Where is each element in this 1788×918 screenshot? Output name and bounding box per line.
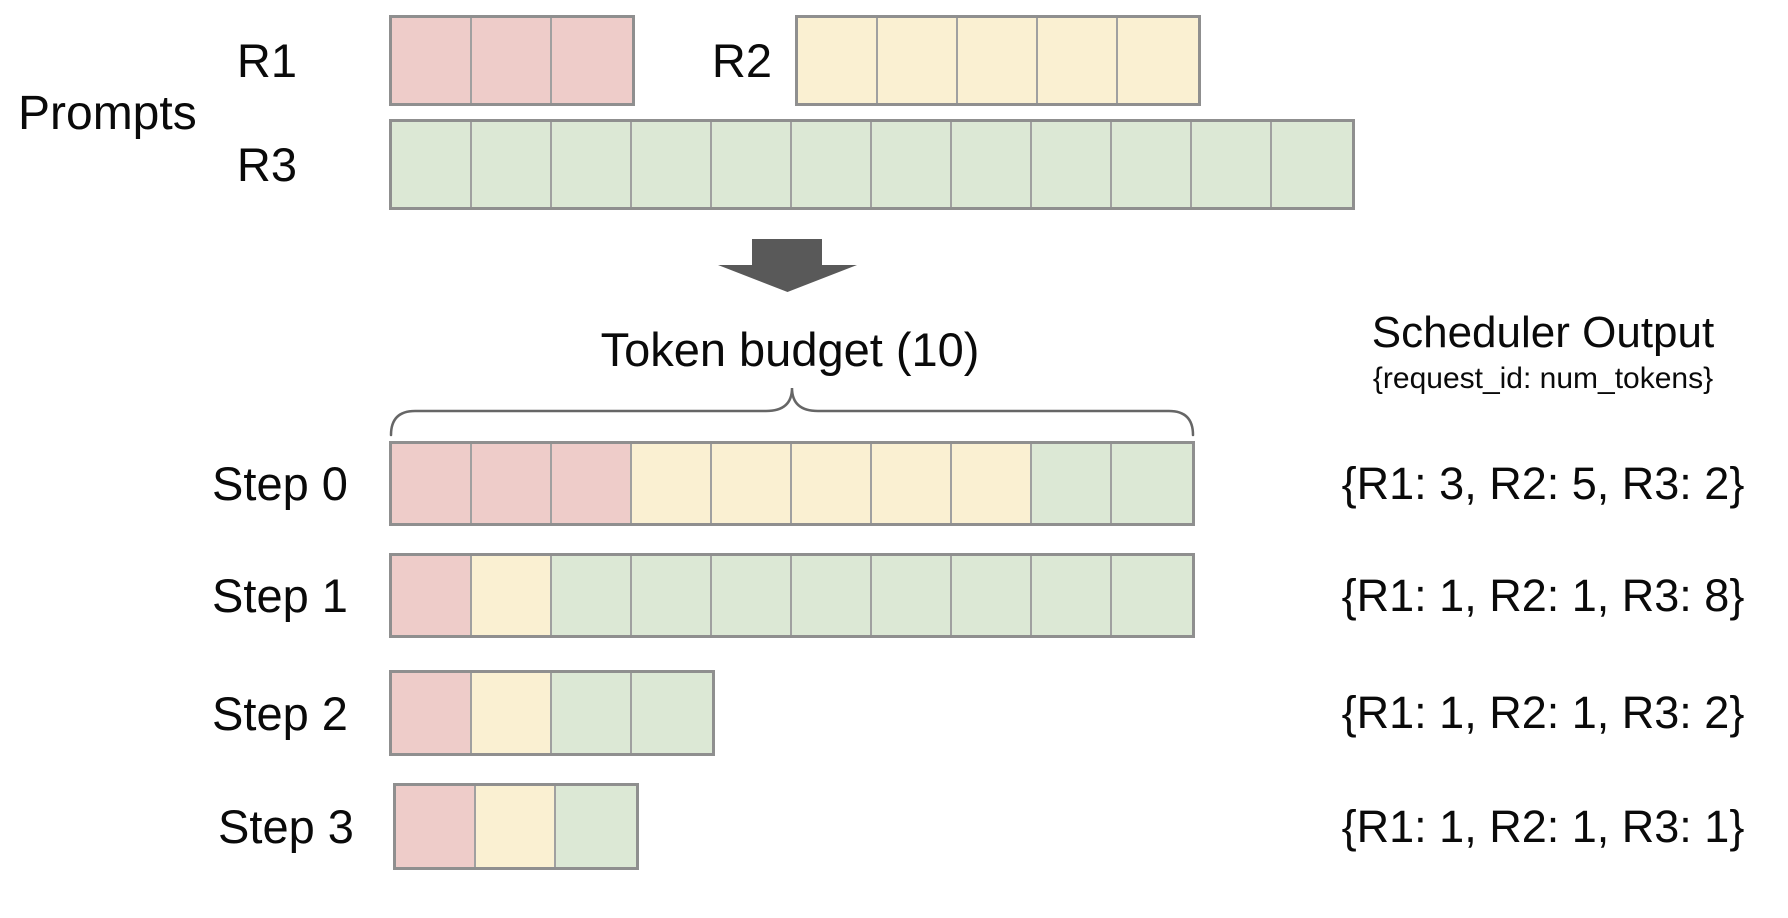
token-cell-r2 [792,444,872,523]
token-cell-r3 [1032,444,1112,523]
token-cell-r3 [552,122,632,207]
token-cell-r1 [396,786,476,867]
step-2-row [389,670,715,756]
token-cell-r1 [472,18,552,103]
token-cell-r3 [792,556,872,635]
token-cell-r1 [552,444,632,523]
token-cell-r2 [798,18,878,103]
token-cell-r3 [1272,122,1352,207]
token-cell-r1 [472,444,552,523]
token-cell-r3 [872,122,952,207]
token-cell-r3 [1032,556,1112,635]
token-cell-r3 [632,556,712,635]
scheduler-output-title: Scheduler Output [1371,308,1715,357]
down-arrow-icon [718,239,857,292]
token-cell-r3 [1112,444,1192,523]
token-cell-r3 [952,122,1032,207]
token-cell-r1 [392,18,472,103]
token-cell-r3 [552,673,632,753]
token-cell-r3 [632,122,712,207]
token-cell-r3 [712,556,792,635]
token-cell-r2 [476,786,556,867]
token-cell-r2 [1038,18,1118,103]
token-cell-r3 [712,122,792,207]
prompt-row-label-r3: R3 [236,138,297,191]
token-cell-r1 [392,673,472,753]
prompt-row-label-r2: R2 [711,34,772,87]
token-cell-r3 [632,673,712,753]
step-0-label: Step 0 [212,457,348,510]
prompt-row-r1 [389,15,635,106]
token-cell-r2 [1118,18,1198,103]
prompt-row-r2 [795,15,1201,106]
token-cell-r3 [952,556,1032,635]
token-cell-r3 [1112,122,1192,207]
token-cell-r2 [952,444,1032,523]
token-cell-r2 [878,18,958,103]
token-cell-r2 [632,444,712,523]
token-cell-r3 [552,556,632,635]
token-cell-r2 [712,444,792,523]
step-3-label: Step 3 [218,800,354,853]
step-1-row [389,553,1195,638]
prompts-section-label: Prompts [18,87,197,140]
scheduler-output-subtitle: {request_id: num_tokens} [1372,362,1714,395]
scheduler-output-line-3: {R1: 1, R2: 1, R3: 1} [1341,800,1745,852]
token-cell-r1 [552,18,632,103]
step-3-row [393,783,639,870]
token-budget-label: Token budget (10) [600,323,980,376]
prompt-row-r3 [389,119,1355,210]
token-cell-r3 [1032,122,1112,207]
token-cell-r3 [472,122,552,207]
scheduler-output-line-2: {R1: 1, R2: 1, R3: 2} [1341,687,1745,738]
prompt-row-label-r1: R1 [236,34,297,87]
step-1-label: Step 1 [212,569,348,622]
token-cell-r3 [872,556,952,635]
token-cell-r2 [958,18,1038,103]
token-cell-r3 [392,122,472,207]
step-2-label: Step 2 [212,686,348,740]
token-cell-r3 [556,786,636,867]
token-cell-r3 [1112,556,1192,635]
token-cell-r1 [392,556,472,635]
token-cell-r2 [472,556,552,635]
token-cell-r3 [792,122,872,207]
token-budget-brace [389,387,1195,437]
token-cell-r3 [1192,122,1272,207]
scheduler-output-line-1: {R1: 1, R2: 1, R3: 8} [1341,569,1745,621]
token-cell-r2 [472,673,552,753]
step-0-row [389,441,1195,526]
token-cell-r1 [392,444,472,523]
token-cell-r2 [872,444,952,523]
scheduler-output-line-0: {R1: 3, R2: 5, R3: 2} [1341,457,1745,509]
